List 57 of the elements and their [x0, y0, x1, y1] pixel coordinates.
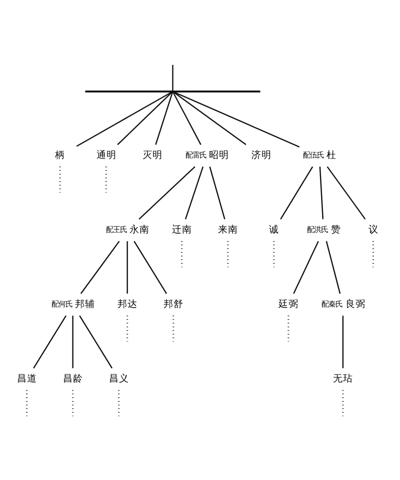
connector [72, 315, 74, 368]
connector [138, 166, 196, 220]
connector [280, 166, 314, 219]
connector [342, 315, 344, 368]
connector [173, 91, 246, 145]
node-text: 廷弼 [278, 298, 299, 310]
connector [172, 315, 174, 342]
connector [59, 166, 61, 192]
connector [76, 91, 172, 146]
connector [273, 240, 275, 267]
node-text: 杜 [326, 150, 337, 161]
node-text: 来南 [218, 224, 238, 236]
connector [172, 64, 174, 90]
connector [319, 166, 324, 219]
connector [372, 240, 374, 267]
connector [227, 240, 229, 267]
connector [181, 240, 183, 267]
node-text: 邦舒 [164, 298, 184, 310]
node-text: 昌龄 [63, 373, 84, 384]
connector [79, 314, 113, 368]
connector [155, 92, 174, 144]
connector [342, 390, 344, 416]
connector [126, 240, 128, 294]
connector [118, 390, 120, 416]
connector [174, 91, 300, 148]
node-text: 无玷 [333, 373, 354, 384]
node-text: 通明 [96, 150, 116, 161]
node-text: 柄 [55, 150, 66, 161]
connector [105, 166, 107, 192]
connector [26, 390, 28, 416]
connector [80, 240, 120, 294]
node-text: 议 [368, 224, 378, 236]
connector [209, 166, 226, 219]
node-text: 迁南 [172, 224, 192, 236]
node-bar [85, 90, 260, 92]
connector [293, 240, 319, 294]
node-text: 邦辅 [75, 298, 96, 310]
node-text: 昌道 [17, 373, 38, 384]
connector [184, 166, 204, 219]
node-text: 昭明 [209, 150, 230, 161]
connector [33, 314, 67, 368]
connector [134, 240, 168, 294]
node-text: 邦达 [118, 298, 138, 310]
node-text: 济明 [251, 150, 272, 161]
connector [172, 91, 202, 144]
node-text: 诚 [269, 224, 280, 236]
connector [326, 240, 341, 294]
node-text: 灭明 [142, 150, 162, 161]
node-text: 永南 [130, 224, 150, 236]
connector [72, 390, 74, 416]
connector [126, 315, 128, 342]
node-text: 良弼 [345, 298, 366, 310]
node-text: 昌义 [109, 373, 130, 384]
connector [326, 166, 366, 220]
connector [288, 315, 290, 342]
connector [117, 91, 172, 145]
node-text: 赞 [330, 224, 341, 236]
